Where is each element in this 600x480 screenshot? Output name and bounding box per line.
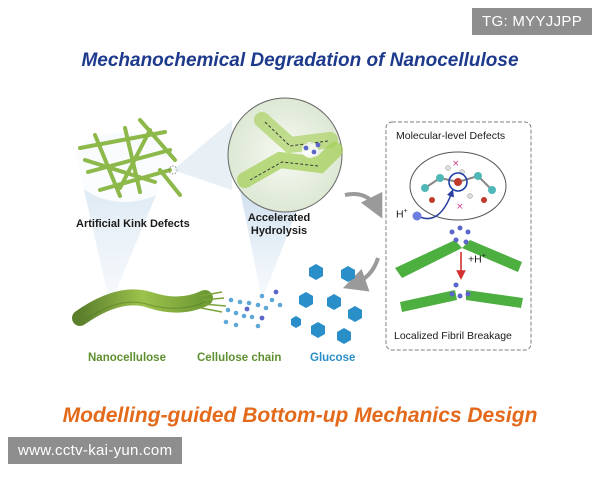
caption-cellulose-chain: Cellulose chain (197, 352, 282, 364)
label-proton-charge: + (403, 208, 408, 215)
molecular-defects-panel: × × (385, 121, 532, 351)
caption-glucose: Glucose (310, 352, 356, 364)
label-kink-defects: Artificial Kink Defects (76, 218, 190, 230)
svg-text:×: × (452, 159, 460, 169)
watermark-top: TG: MYYJJPP (472, 8, 592, 35)
arrow-to-glucose (342, 257, 380, 292)
glucose-hexagons (291, 264, 362, 344)
frayed-strands (199, 291, 227, 313)
arrow-to-molecular (344, 191, 383, 219)
label-plus-proton-text: +H (468, 253, 482, 266)
label-plus-proton-charge: + (481, 253, 486, 260)
label-fibril-breakage: Localized Fibril Breakage (394, 330, 512, 342)
label-molecular-defects: Molecular-level Defects (396, 130, 506, 142)
watermark-bottom: www.cctv-kai-yun.com (8, 437, 183, 464)
cellulose-chain-beads (223, 293, 283, 329)
label-proton-text: H (396, 208, 404, 221)
caption-nanocellulose: Nanocellulose (88, 352, 166, 364)
proton-dots (244, 289, 279, 321)
hydrolysis-zoom (173, 97, 343, 300)
label-accelerated-hydrolysis: Accelerated Hydrolysis (247, 212, 311, 237)
label-plus-proton: +H+ (468, 253, 486, 266)
label-proton: H+ (396, 208, 408, 221)
kinked-fibers (78, 118, 182, 198)
svg-text:×: × (456, 202, 464, 212)
nanocellulose-fiber (72, 289, 227, 326)
diagram-subtitle: Modelling-guided Bottom-up Mechanics Des… (62, 404, 538, 427)
fibril-breakage (395, 225, 523, 312)
chain-segments (237, 112, 343, 188)
diagram-title: Mechanochemical Degradation of Nanocellu… (81, 50, 519, 71)
kink-defects-cone (67, 114, 183, 305)
molecule-atoms: × × (421, 159, 496, 212)
